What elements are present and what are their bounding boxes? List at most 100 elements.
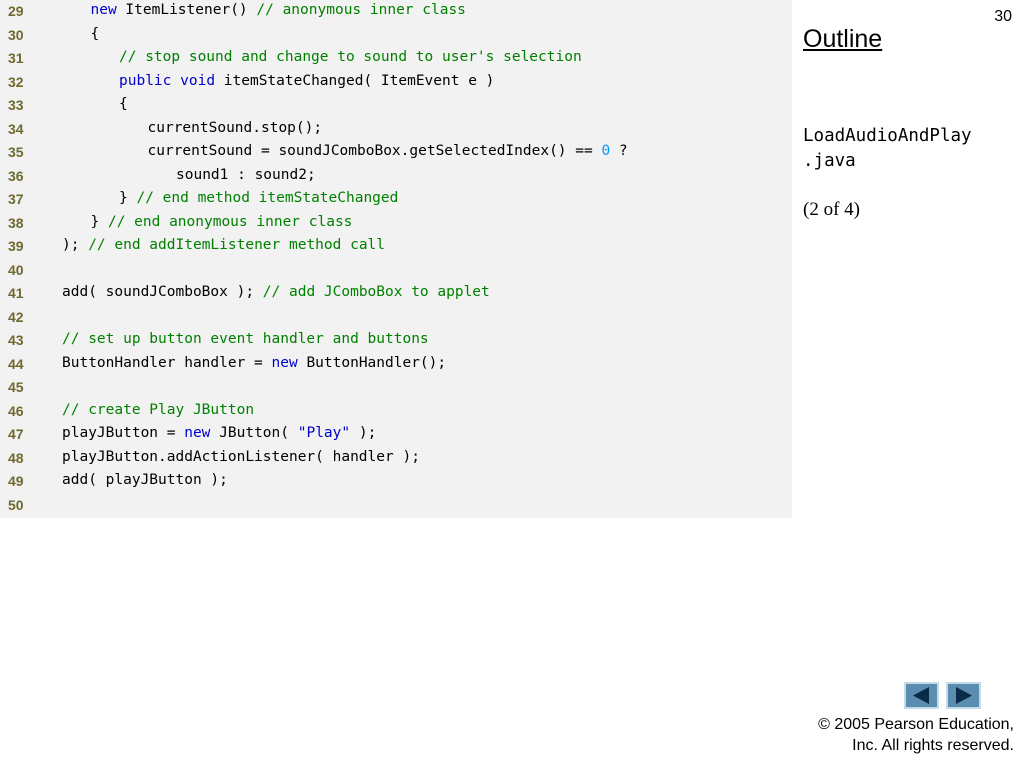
code-text: playJButton = new JButton( "Play" ); bbox=[62, 425, 376, 441]
code-token: ); bbox=[350, 425, 377, 441]
code-token: } bbox=[119, 190, 137, 206]
code-line: 38} // end anonymous inner class bbox=[0, 212, 792, 236]
line-number: 29 bbox=[8, 3, 24, 19]
code-token: ButtonHandler(); bbox=[297, 354, 447, 371]
code-line: 40 bbox=[0, 259, 792, 283]
comment-token: // end anonymous inner class bbox=[107, 213, 353, 230]
code-token: itemStateChanged( ItemEvent e ) bbox=[215, 72, 495, 89]
code-line: 34 currentSound.stop(); bbox=[0, 118, 792, 142]
line-number: 44 bbox=[8, 355, 24, 372]
code-text: } // end anonymous inner class bbox=[91, 214, 353, 230]
code-text: { bbox=[91, 26, 100, 42]
code-listing: 29 new ItemListener() // anonymous inner … bbox=[0, 0, 792, 518]
code-text: ButtonHandler handler = new ButtonHandle… bbox=[62, 355, 446, 371]
code-line: 48 playJButton.addActionListener( handler… bbox=[0, 447, 792, 471]
code-token: } bbox=[90, 213, 108, 230]
line-number: 42 bbox=[8, 308, 24, 325]
code-text: currentSound.stop(); bbox=[148, 120, 323, 136]
code-token: ButtonHandler handler = bbox=[62, 354, 272, 371]
comment-token: // end method itemStateChanged bbox=[136, 190, 399, 206]
number-token: 0 bbox=[601, 143, 611, 159]
code-line: 45 bbox=[0, 376, 792, 400]
code-line: 46 // create Play JButton bbox=[0, 400, 792, 424]
next-slide-button[interactable] bbox=[946, 682, 981, 709]
line-number: 50 bbox=[8, 496, 24, 513]
code-line: 43 // set up button event handler and but… bbox=[0, 329, 792, 353]
code-text: new ItemListener() // anonymous inner cl… bbox=[91, 2, 466, 18]
code-line: 31 // stop sound and change to sound to u… bbox=[0, 47, 792, 71]
code-line: 44 ButtonHandler handler = new ButtonHand… bbox=[0, 353, 792, 377]
code-line: 36 sound1 : sound2; bbox=[0, 165, 792, 189]
line-number: 37 bbox=[8, 191, 24, 207]
comment-token: // stop sound and change to sound to use… bbox=[119, 49, 582, 65]
line-number: 38 bbox=[8, 214, 24, 231]
string-token: "Play" bbox=[297, 425, 351, 441]
code-token: { bbox=[119, 96, 128, 112]
code-text: playJButton.addActionListener( handler )… bbox=[62, 449, 420, 465]
right-arrow-icon bbox=[956, 687, 972, 704]
code-line: 39 ); // end addItemListener method call bbox=[0, 235, 792, 259]
comment-token: // add JComboBox to applet bbox=[262, 284, 490, 300]
code-line: 50 bbox=[0, 494, 792, 518]
code-token: { bbox=[90, 25, 100, 42]
previous-slide-button[interactable] bbox=[904, 682, 939, 709]
left-arrow-icon bbox=[913, 687, 929, 704]
code-token: currentSound = soundJComboBox.getSelecte… bbox=[147, 143, 602, 159]
line-number: 39 bbox=[8, 238, 24, 254]
code-token: sound1 : sound2; bbox=[176, 166, 316, 183]
line-number: 45 bbox=[8, 379, 24, 395]
code-text: add( playJButton ); bbox=[62, 472, 228, 488]
line-number: 49 bbox=[8, 473, 24, 489]
code-line: 35 currentSound = soundJComboBox.getSelec… bbox=[0, 141, 792, 165]
code-token: playJButton.addActionListener( handler )… bbox=[62, 448, 420, 465]
line-number: 31 bbox=[8, 50, 24, 66]
code-text: sound1 : sound2; bbox=[176, 167, 316, 183]
code-text: // stop sound and change to sound to use… bbox=[119, 49, 582, 65]
keyword-token: new bbox=[271, 354, 298, 371]
code-line: 41 add( soundJComboBox ); // add JComboBo… bbox=[0, 282, 792, 306]
code-line: 30{ bbox=[0, 24, 792, 48]
line-number: 43 bbox=[8, 332, 24, 348]
code-text: currentSound = soundJComboBox.getSelecte… bbox=[148, 143, 628, 159]
comment-token: // anonymous inner class bbox=[256, 2, 466, 18]
code-token bbox=[171, 73, 180, 89]
comment-token: // end addItemListener method call bbox=[88, 237, 386, 253]
code-line: 29 new ItemListener() // anonymous inner … bbox=[0, 0, 792, 24]
code-token: ItemListener() bbox=[116, 2, 257, 18]
code-text: { bbox=[119, 96, 128, 112]
code-line: 47 playJButton = new JButton( "Play" ); bbox=[0, 423, 792, 447]
line-number: 33 bbox=[8, 97, 24, 113]
code-token: currentSound.stop(); bbox=[147, 119, 323, 136]
page-indicator: (2 of 4) bbox=[803, 199, 860, 220]
line-number: 41 bbox=[8, 285, 24, 301]
copyright-line1: © 2005 Pearson Education, bbox=[818, 716, 1014, 733]
keyword-token: public bbox=[119, 72, 172, 89]
code-text: ); // end addItemListener method call bbox=[62, 237, 385, 253]
code-token: ? bbox=[610, 143, 628, 159]
code-token: add( playJButton ); bbox=[62, 472, 228, 488]
code-line: 42 bbox=[0, 306, 792, 330]
line-number: 40 bbox=[8, 261, 24, 278]
slide-number: 30 bbox=[994, 8, 1012, 25]
code-token: playJButton = bbox=[62, 425, 185, 441]
code-token: JButton( bbox=[210, 425, 298, 441]
line-number: 48 bbox=[8, 449, 24, 466]
code-text: } // end method itemStateChanged bbox=[119, 190, 398, 206]
line-number: 47 bbox=[8, 426, 24, 442]
file-name: LoadAudioAndPlay .java bbox=[803, 124, 1013, 174]
file-name-line2: .java bbox=[803, 151, 856, 171]
line-number: 46 bbox=[8, 402, 24, 419]
outline-link[interactable]: Outline bbox=[803, 25, 883, 53]
code-text: // create Play JButton bbox=[62, 402, 254, 418]
line-number: 35 bbox=[8, 144, 24, 160]
code-line: 33 { bbox=[0, 94, 792, 118]
code-token: add( soundJComboBox ); bbox=[62, 284, 263, 300]
comment-token: // set up button event handler and butto… bbox=[62, 331, 429, 347]
line-number: 34 bbox=[8, 120, 24, 137]
code-text: // set up button event handler and butto… bbox=[62, 331, 429, 347]
copyright-notice: © 2005 Pearson Education, Inc. All right… bbox=[818, 714, 1014, 756]
code-text: add( soundJComboBox ); // add JComboBox … bbox=[62, 284, 490, 300]
line-number: 36 bbox=[8, 167, 24, 184]
line-number: 32 bbox=[8, 73, 24, 90]
